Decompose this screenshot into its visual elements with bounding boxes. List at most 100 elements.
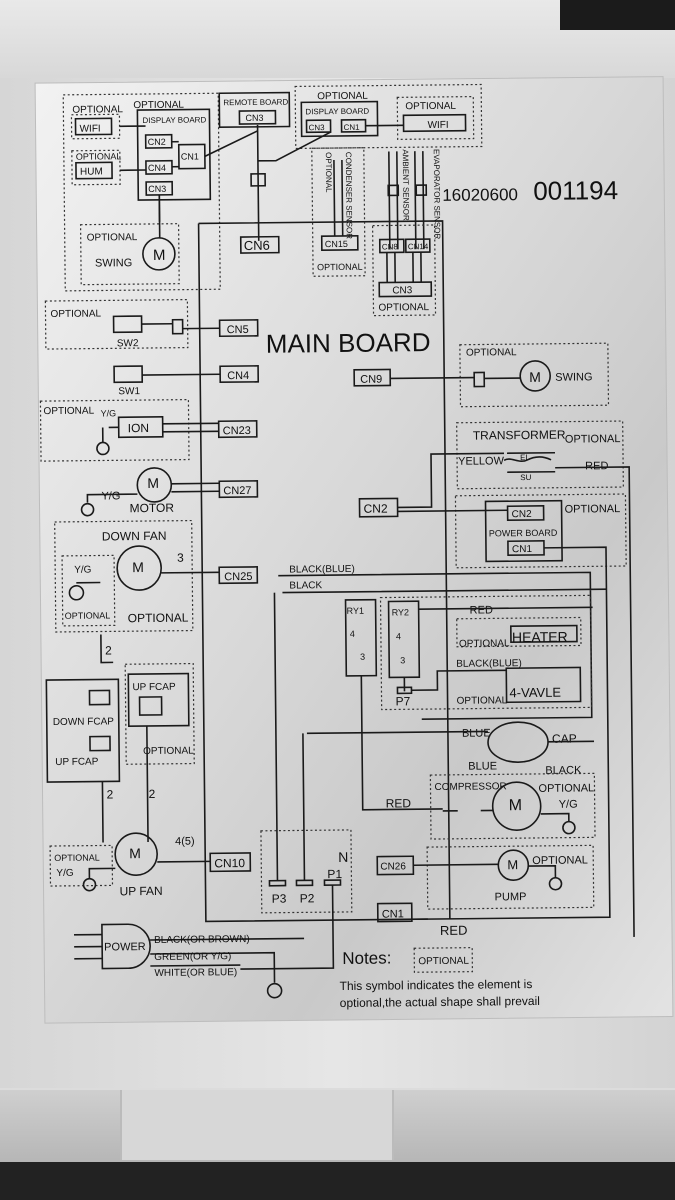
cn23-label: CN23 xyxy=(223,425,251,437)
wire xyxy=(204,124,260,241)
cn25-connector xyxy=(218,566,259,585)
wire xyxy=(88,860,211,879)
fuse-icon xyxy=(171,318,184,335)
p2-label: P2 xyxy=(300,891,315,905)
red-wire-label: RED xyxy=(470,604,493,616)
motor-m: M xyxy=(509,797,523,814)
optional-group-top xyxy=(294,83,483,150)
notes-line-2: optional,the actual shape shall prevail xyxy=(340,994,540,1010)
yg-label: Y/G xyxy=(56,868,74,879)
fcap-housing xyxy=(45,678,121,783)
wire-count-2: 2 xyxy=(105,643,112,657)
hum-module xyxy=(75,161,113,180)
wire xyxy=(141,322,220,330)
motor-m: M xyxy=(147,475,159,491)
optional-symbol-example xyxy=(413,947,474,973)
wire-count-4-5: 4(5) xyxy=(175,836,195,848)
optional-box-up-fcap xyxy=(124,662,195,765)
cap-label: CAP xyxy=(552,732,577,746)
fuse-icon xyxy=(473,371,486,388)
display-board-label: DISPLAY BOARD xyxy=(142,115,206,125)
cn5-label: CN5 xyxy=(227,324,249,336)
up-fcap-icon xyxy=(89,735,111,752)
power-board-label: POWER BOARD xyxy=(489,528,558,539)
wire xyxy=(74,933,305,983)
cn10-label: CN10 xyxy=(214,856,245,870)
optional-label: OPTIONAL xyxy=(324,152,333,193)
optional-box-heater xyxy=(456,616,582,648)
black-wire-label: BLACK xyxy=(545,764,582,776)
part-number-suffix: 001194 xyxy=(533,175,618,206)
appliance-base xyxy=(0,1090,675,1200)
optional-label: OPTIONAL xyxy=(76,151,122,161)
up-fcap-box xyxy=(127,672,190,728)
wire xyxy=(333,159,344,237)
evaporator-sensor-icon xyxy=(415,184,428,196)
wire xyxy=(142,373,221,376)
ground-icon xyxy=(80,502,95,517)
wire xyxy=(442,809,570,822)
motor-label: MOTOR xyxy=(129,501,174,515)
evaporator-sensor-label: EVAPORATOR SENSOR xyxy=(432,149,442,240)
up-fcap-label: UP FCAP xyxy=(132,682,176,693)
background-top xyxy=(0,0,675,78)
pump-motor-icon xyxy=(497,849,530,882)
cn25-label: CN25 xyxy=(224,571,252,583)
yg-label: Y/G xyxy=(101,408,117,418)
cn3-connector xyxy=(238,109,277,125)
wire xyxy=(360,606,593,811)
optional-label: OPTIONAL xyxy=(87,232,138,244)
motor-m: M xyxy=(129,845,141,861)
remote-board xyxy=(218,91,291,129)
transformer-coil xyxy=(503,451,556,474)
ion-label: ION xyxy=(128,421,149,435)
base-notch xyxy=(120,1090,394,1160)
optional-box-hum xyxy=(71,149,121,186)
cn1-label: CN1 xyxy=(382,908,404,920)
down-fan-motor-icon xyxy=(116,545,162,591)
optional-box-ground xyxy=(61,554,116,627)
wire xyxy=(390,376,521,380)
motor-m: M xyxy=(132,559,144,575)
optional-label: OPTIONAL xyxy=(538,782,594,795)
cn1-label: CN1 xyxy=(181,151,199,161)
optional-label: OPTIONAL xyxy=(133,100,184,112)
hum-label: HUM xyxy=(80,166,103,177)
floor-shadow xyxy=(0,1162,675,1200)
optional-label: OPTIONAL xyxy=(317,91,368,103)
cn26-label: CN26 xyxy=(380,861,406,872)
cn1-label: CN1 xyxy=(512,544,533,555)
optional-box-relays xyxy=(379,594,593,711)
relay-pin-3: 3 xyxy=(400,655,405,665)
pump-label: PUMP xyxy=(495,891,527,903)
blue-wire-label: BLUE xyxy=(468,760,497,772)
optional-box-wifi xyxy=(396,95,475,140)
cn3-label: CN3 xyxy=(392,285,413,296)
optional-label: OPTIONAL xyxy=(65,610,111,620)
green-or-yg-label: GREEN(OR Y/G) xyxy=(154,951,231,963)
relay-pin-4: 4 xyxy=(350,629,355,639)
cn3-connector xyxy=(305,119,332,134)
four-valve-coil xyxy=(505,666,582,704)
optional-box-compressor xyxy=(429,772,596,840)
wire xyxy=(76,571,220,664)
down-fcap-label: DOWN FCAP xyxy=(53,716,115,728)
wifi-label: WIFI xyxy=(428,120,449,131)
ry1-label: RY1 xyxy=(347,606,364,616)
cn10-connector xyxy=(209,852,252,873)
motor-m: M xyxy=(507,857,518,872)
cn23-connector xyxy=(217,420,258,439)
optional-label: OPTIONAL xyxy=(457,695,508,707)
red-wire-label: RED xyxy=(386,796,412,810)
optional-label: OPTIONAL xyxy=(459,638,510,650)
optional-label: OPTIONAL xyxy=(54,853,100,863)
wire xyxy=(278,571,607,720)
motor-m: M xyxy=(529,369,541,385)
cn15-connector xyxy=(320,234,359,251)
cn2-label: CN2 xyxy=(148,137,166,147)
optional-box-ion xyxy=(39,398,190,462)
down-fcap-icon xyxy=(88,689,111,706)
black-wire-label: BLACK xyxy=(289,580,322,591)
wire xyxy=(257,124,404,162)
